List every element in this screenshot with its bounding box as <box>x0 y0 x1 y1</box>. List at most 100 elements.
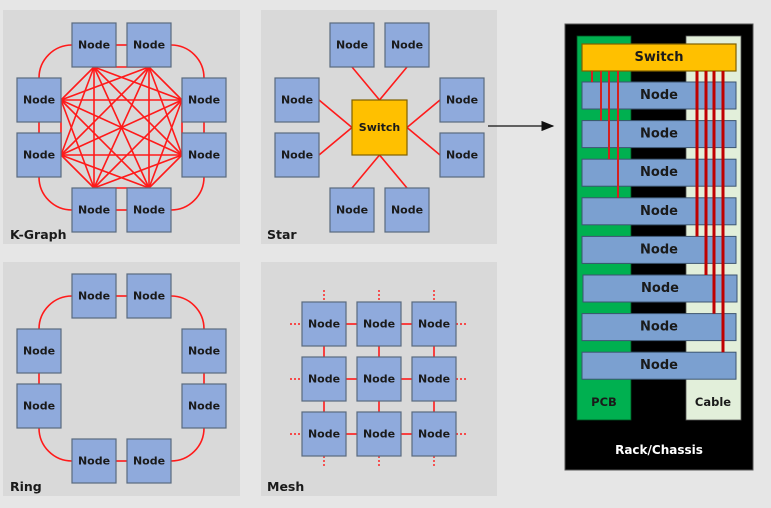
kgraph-edge <box>60 154 150 189</box>
kgraph-edge <box>60 66 95 101</box>
rack-node-label: Node <box>640 320 678 335</box>
ring-node <box>71 438 117 484</box>
mesh-node <box>356 411 402 457</box>
kgraph-edge <box>148 66 183 101</box>
mesh-node-label: Node <box>363 318 395 331</box>
kgraph-node-label: Node <box>78 39 110 52</box>
kgraph-edge <box>60 99 183 156</box>
rack-node <box>581 313 737 342</box>
kgraph-node-label: Node <box>133 39 165 52</box>
link <box>38 295 73 330</box>
mesh-node-label: Node <box>363 373 395 386</box>
ring-label: Ring <box>10 479 42 494</box>
kgraph-edge <box>60 99 150 189</box>
rack-node-label: Node <box>640 127 678 142</box>
star-node <box>274 132 320 178</box>
kgraph-node <box>181 77 227 123</box>
link <box>38 44 73 79</box>
kgraph-edge <box>60 66 95 156</box>
kgraph-links <box>38 44 205 211</box>
rack-switch <box>581 43 737 72</box>
kgraph-edge <box>93 154 183 189</box>
star-node-label: Node <box>446 149 478 162</box>
star-link <box>318 126 353 156</box>
mesh-node <box>301 301 347 347</box>
mesh-links <box>290 290 468 468</box>
kgraph-edge <box>60 154 95 189</box>
ring-node <box>16 383 62 429</box>
rack-node <box>581 351 737 380</box>
kgraph-edge <box>148 99 183 189</box>
ring-node <box>181 328 227 374</box>
kgraph-edge <box>93 66 183 101</box>
star-node <box>439 132 485 178</box>
mesh-node-label: Node <box>308 373 340 386</box>
star-node <box>329 187 375 233</box>
pcb-label: PCB <box>591 395 617 409</box>
cable-label: Cable <box>695 395 731 409</box>
link <box>170 176 205 211</box>
link <box>170 427 205 462</box>
kgraph-node-label: Node <box>23 149 55 162</box>
kgraph-node <box>16 77 62 123</box>
kgraph-label: K-Graph <box>10 227 67 242</box>
star-link <box>406 99 441 129</box>
ring-node <box>126 438 172 484</box>
rack-links <box>591 71 725 353</box>
ring-node-label: Node <box>188 400 220 413</box>
rack-node-label: Node <box>640 204 678 219</box>
kgraph-node-label: Node <box>133 204 165 217</box>
kgraph-edge <box>60 66 150 101</box>
star-link <box>351 66 381 101</box>
star-link <box>406 126 441 156</box>
star-link <box>378 66 408 101</box>
star-switch-label: Switch <box>359 121 400 134</box>
star-switch <box>351 99 408 156</box>
star-node <box>384 22 430 68</box>
mesh-node <box>411 411 457 457</box>
kgraph-edge <box>148 66 183 156</box>
star-link <box>351 154 381 189</box>
mesh-label: Mesh <box>267 479 304 494</box>
rack-title: Rack/Chassis <box>615 443 703 457</box>
ring-node-label: Node <box>188 345 220 358</box>
star-node-label: Node <box>446 94 478 107</box>
kgraph-node <box>16 132 62 178</box>
star-node <box>384 187 430 233</box>
rack-node-label: Node <box>640 242 678 257</box>
star-node <box>329 22 375 68</box>
mesh-node <box>356 356 402 402</box>
link <box>170 44 205 79</box>
ring-panel <box>3 262 240 496</box>
mesh-node <box>411 301 457 347</box>
mesh-node-label: Node <box>363 428 395 441</box>
mesh-node <box>356 301 402 347</box>
rack-node <box>582 274 738 303</box>
star-node-label: Node <box>391 39 423 52</box>
rack-switch-label: Switch <box>634 50 683 65</box>
rack-node <box>581 235 737 264</box>
star-label: Star <box>267 227 297 242</box>
ring-links <box>38 295 205 462</box>
ring-node <box>71 273 117 319</box>
rack-node-label: Node <box>640 165 678 180</box>
link <box>38 176 73 211</box>
rack-node <box>581 158 737 187</box>
ring-node <box>126 273 172 319</box>
ring-node-label: Node <box>78 455 110 468</box>
rack-node <box>581 197 737 226</box>
star-link <box>318 99 353 129</box>
ring-node-label: Node <box>133 455 165 468</box>
kgraph-node <box>126 187 172 233</box>
mesh-node-label: Node <box>418 428 450 441</box>
star-link <box>378 154 408 189</box>
mesh-node <box>411 356 457 402</box>
kgraph-edge <box>148 154 183 189</box>
ring-node-label: Node <box>78 290 110 303</box>
mesh-node <box>301 356 347 402</box>
rack-node-label: Node <box>640 88 678 103</box>
